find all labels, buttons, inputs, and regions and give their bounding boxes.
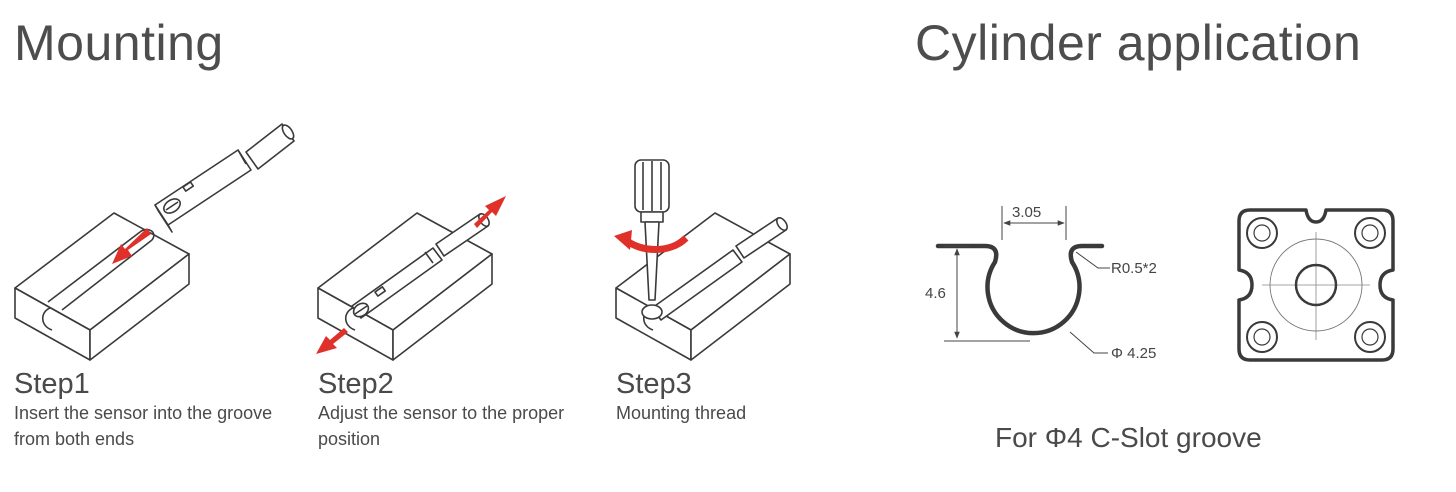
step3-illustration — [615, 159, 791, 361]
cylinder-end-view — [1237, 208, 1395, 362]
slot-height-label: 4.6 — [925, 285, 946, 302]
step2-description: Adjust the sensor to the proper position — [318, 403, 565, 449]
cylinder-application-title: Cylinder application — [915, 15, 1362, 71]
step3-description: Mounting thread — [616, 403, 747, 423]
step1-sensor — [154, 123, 295, 233]
c-slot-caption: For Φ4 C-Slot groove — [995, 422, 1262, 453]
step3-block: Step3 Mounting thread — [616, 368, 896, 426]
slot-radius-label: R0.5*2 — [1111, 260, 1157, 277]
screwdriver — [634, 159, 670, 320]
step2-title: Step2 — [318, 368, 394, 400]
step1-slot-block — [14, 212, 190, 361]
step1-illustration — [14, 123, 295, 361]
step2-block: Step2 Adjust the sensor to the proper po… — [318, 368, 598, 452]
mounting-title: Mounting — [14, 15, 224, 71]
slot-width-label: 3.05 — [1012, 204, 1041, 221]
c-slot-section — [935, 206, 1110, 354]
step2-arrow — [316, 196, 506, 354]
step3-rotation-arrow — [614, 230, 689, 253]
step1-arrow — [112, 228, 151, 264]
step1-title: Step1 — [14, 368, 90, 400]
step1-description: Insert the sensor into the groove from b… — [14, 403, 273, 449]
step3-title: Step3 — [616, 368, 692, 400]
step2-illustration — [317, 212, 493, 361]
step1-block: Step1 Insert the sensor into the groove … — [14, 368, 294, 452]
slot-diameter-label: Φ 4.25 — [1111, 345, 1156, 362]
